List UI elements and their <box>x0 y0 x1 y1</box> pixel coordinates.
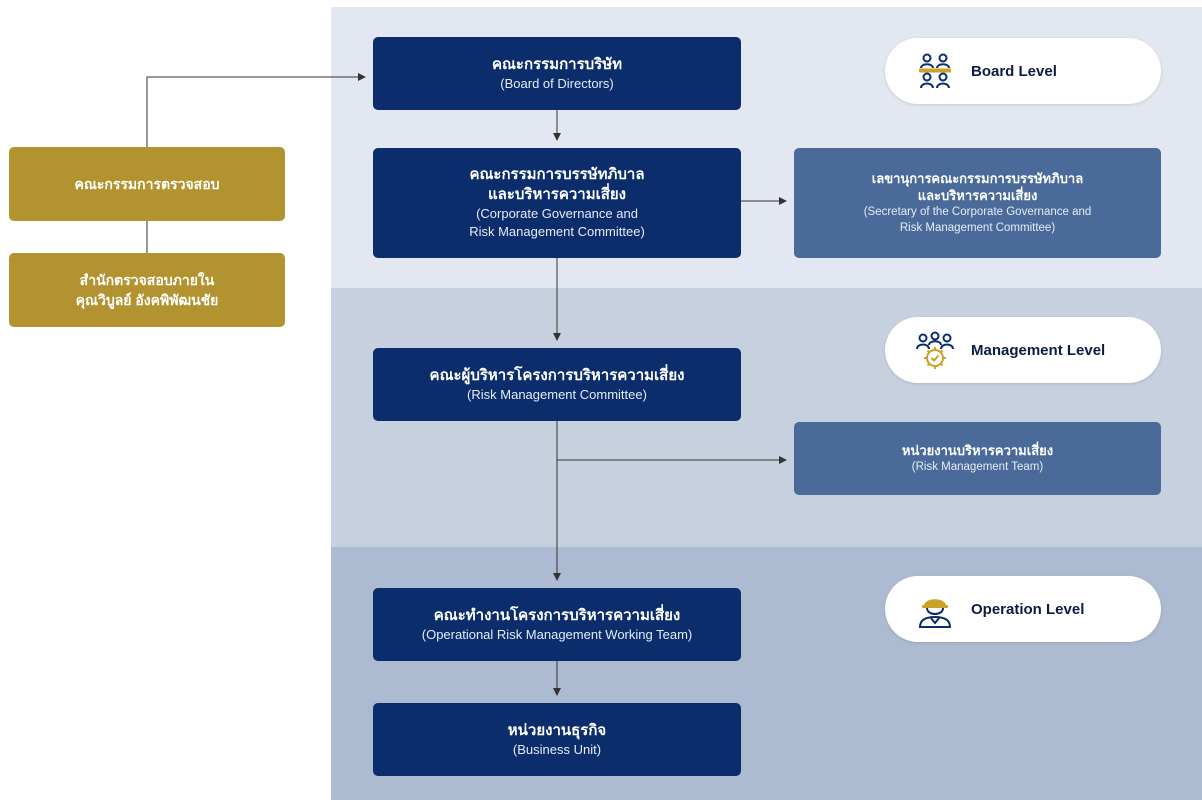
risk-committee-en: (Risk Management Committee) <box>467 386 647 402</box>
cg-committee-th-2: และบริหารความเสี่ยง <box>487 186 627 203</box>
audit-committee-th: คณะกรรมการตรวจสอบ <box>74 176 220 192</box>
board-of-directors-th: คณะกรรมการบริษัท <box>491 55 622 73</box>
business-unit-en: (Business Unit) <box>512 741 602 757</box>
cg-secretary-th-1: เลขานุการคณะกรรมการบรรษัทภิบาล <box>871 171 1084 186</box>
cg-committee-th-1: คณะกรรมการบรรษัทภิบาล <box>469 166 645 183</box>
cg-secretary-en-2: Risk Management Committee) <box>899 222 1056 234</box>
board-level-label: Board Level <box>971 62 1057 80</box>
operational-team-th: คณะทำงานโครงการบริหารความเสี่ยง <box>433 606 681 624</box>
operational-team-node: คณะทำงานโครงการบริหารความเสี่ยง (Operati… <box>373 588 741 661</box>
internal-audit-th-2: คุณวิบูลย์ อังคพิพัฒนชัย <box>75 292 219 308</box>
business-unit-th: หน่วยงานธุรกิจ <box>507 721 607 739</box>
risk-team-en: (Risk Management Team) <box>911 461 1044 473</box>
management-level-pill: Management Level <box>885 317 1161 383</box>
risk-committee-th: คณะผู้บริหารโครงการบริหารความเสี่ยง <box>429 366 685 384</box>
audit-committee-node: คณะกรรมการตรวจสอบ <box>9 147 285 221</box>
board-of-directors-node: คณะกรรมการบริษัท (Board of Directors) <box>373 37 741 110</box>
internal-audit-node: สำนักตรวจสอบภายใน คุณวิบูลย์ อังคพิพัฒนช… <box>9 253 285 327</box>
cg-secretary-th-2: และบริหารความเสี่ยง <box>917 188 1038 203</box>
management-level-label: Management Level <box>971 341 1106 359</box>
cg-secretary-node: เลขานุการคณะกรรมการบรรษัทภิบาล และบริหาร… <box>794 148 1161 258</box>
cg-secretary-en-1: (Secretary of the Corporate Governance a… <box>863 206 1092 218</box>
board-of-directors-en: (Board of Directors) <box>500 75 614 91</box>
internal-audit-th-1: สำนักตรวจสอบภายใน <box>79 272 215 288</box>
operation-level-pill: Operation Level <box>885 576 1161 642</box>
management-gear-icon <box>916 331 954 369</box>
operation-level-label: Operation Level <box>971 600 1085 618</box>
risk-team-node: หน่วยงานบริหารความเสี่ยง (Risk Managemen… <box>794 422 1161 495</box>
cg-committee-en-1: (Corporate Governance and <box>476 206 638 221</box>
worker-helmet-icon <box>918 599 952 628</box>
risk-team-th: หน่วยงานบริหารความเสี่ยง <box>901 443 1054 458</box>
business-unit-node: หน่วยงานธุรกิจ (Business Unit) <box>373 703 741 776</box>
board-level-pill: Board Level <box>885 38 1161 104</box>
risk-committee-node: คณะผู้บริหารโครงการบริหารความเสี่ยง (Ris… <box>373 348 741 421</box>
cg-committee-en-2: Risk Management Committee) <box>469 224 645 239</box>
cg-committee-node: คณะกรรมการบรรษัทภิบาล และบริหารความเสี่ย… <box>373 148 741 258</box>
board-group-icon <box>919 53 951 89</box>
operational-team-en: (Operational Risk Management Working Tea… <box>421 626 693 642</box>
